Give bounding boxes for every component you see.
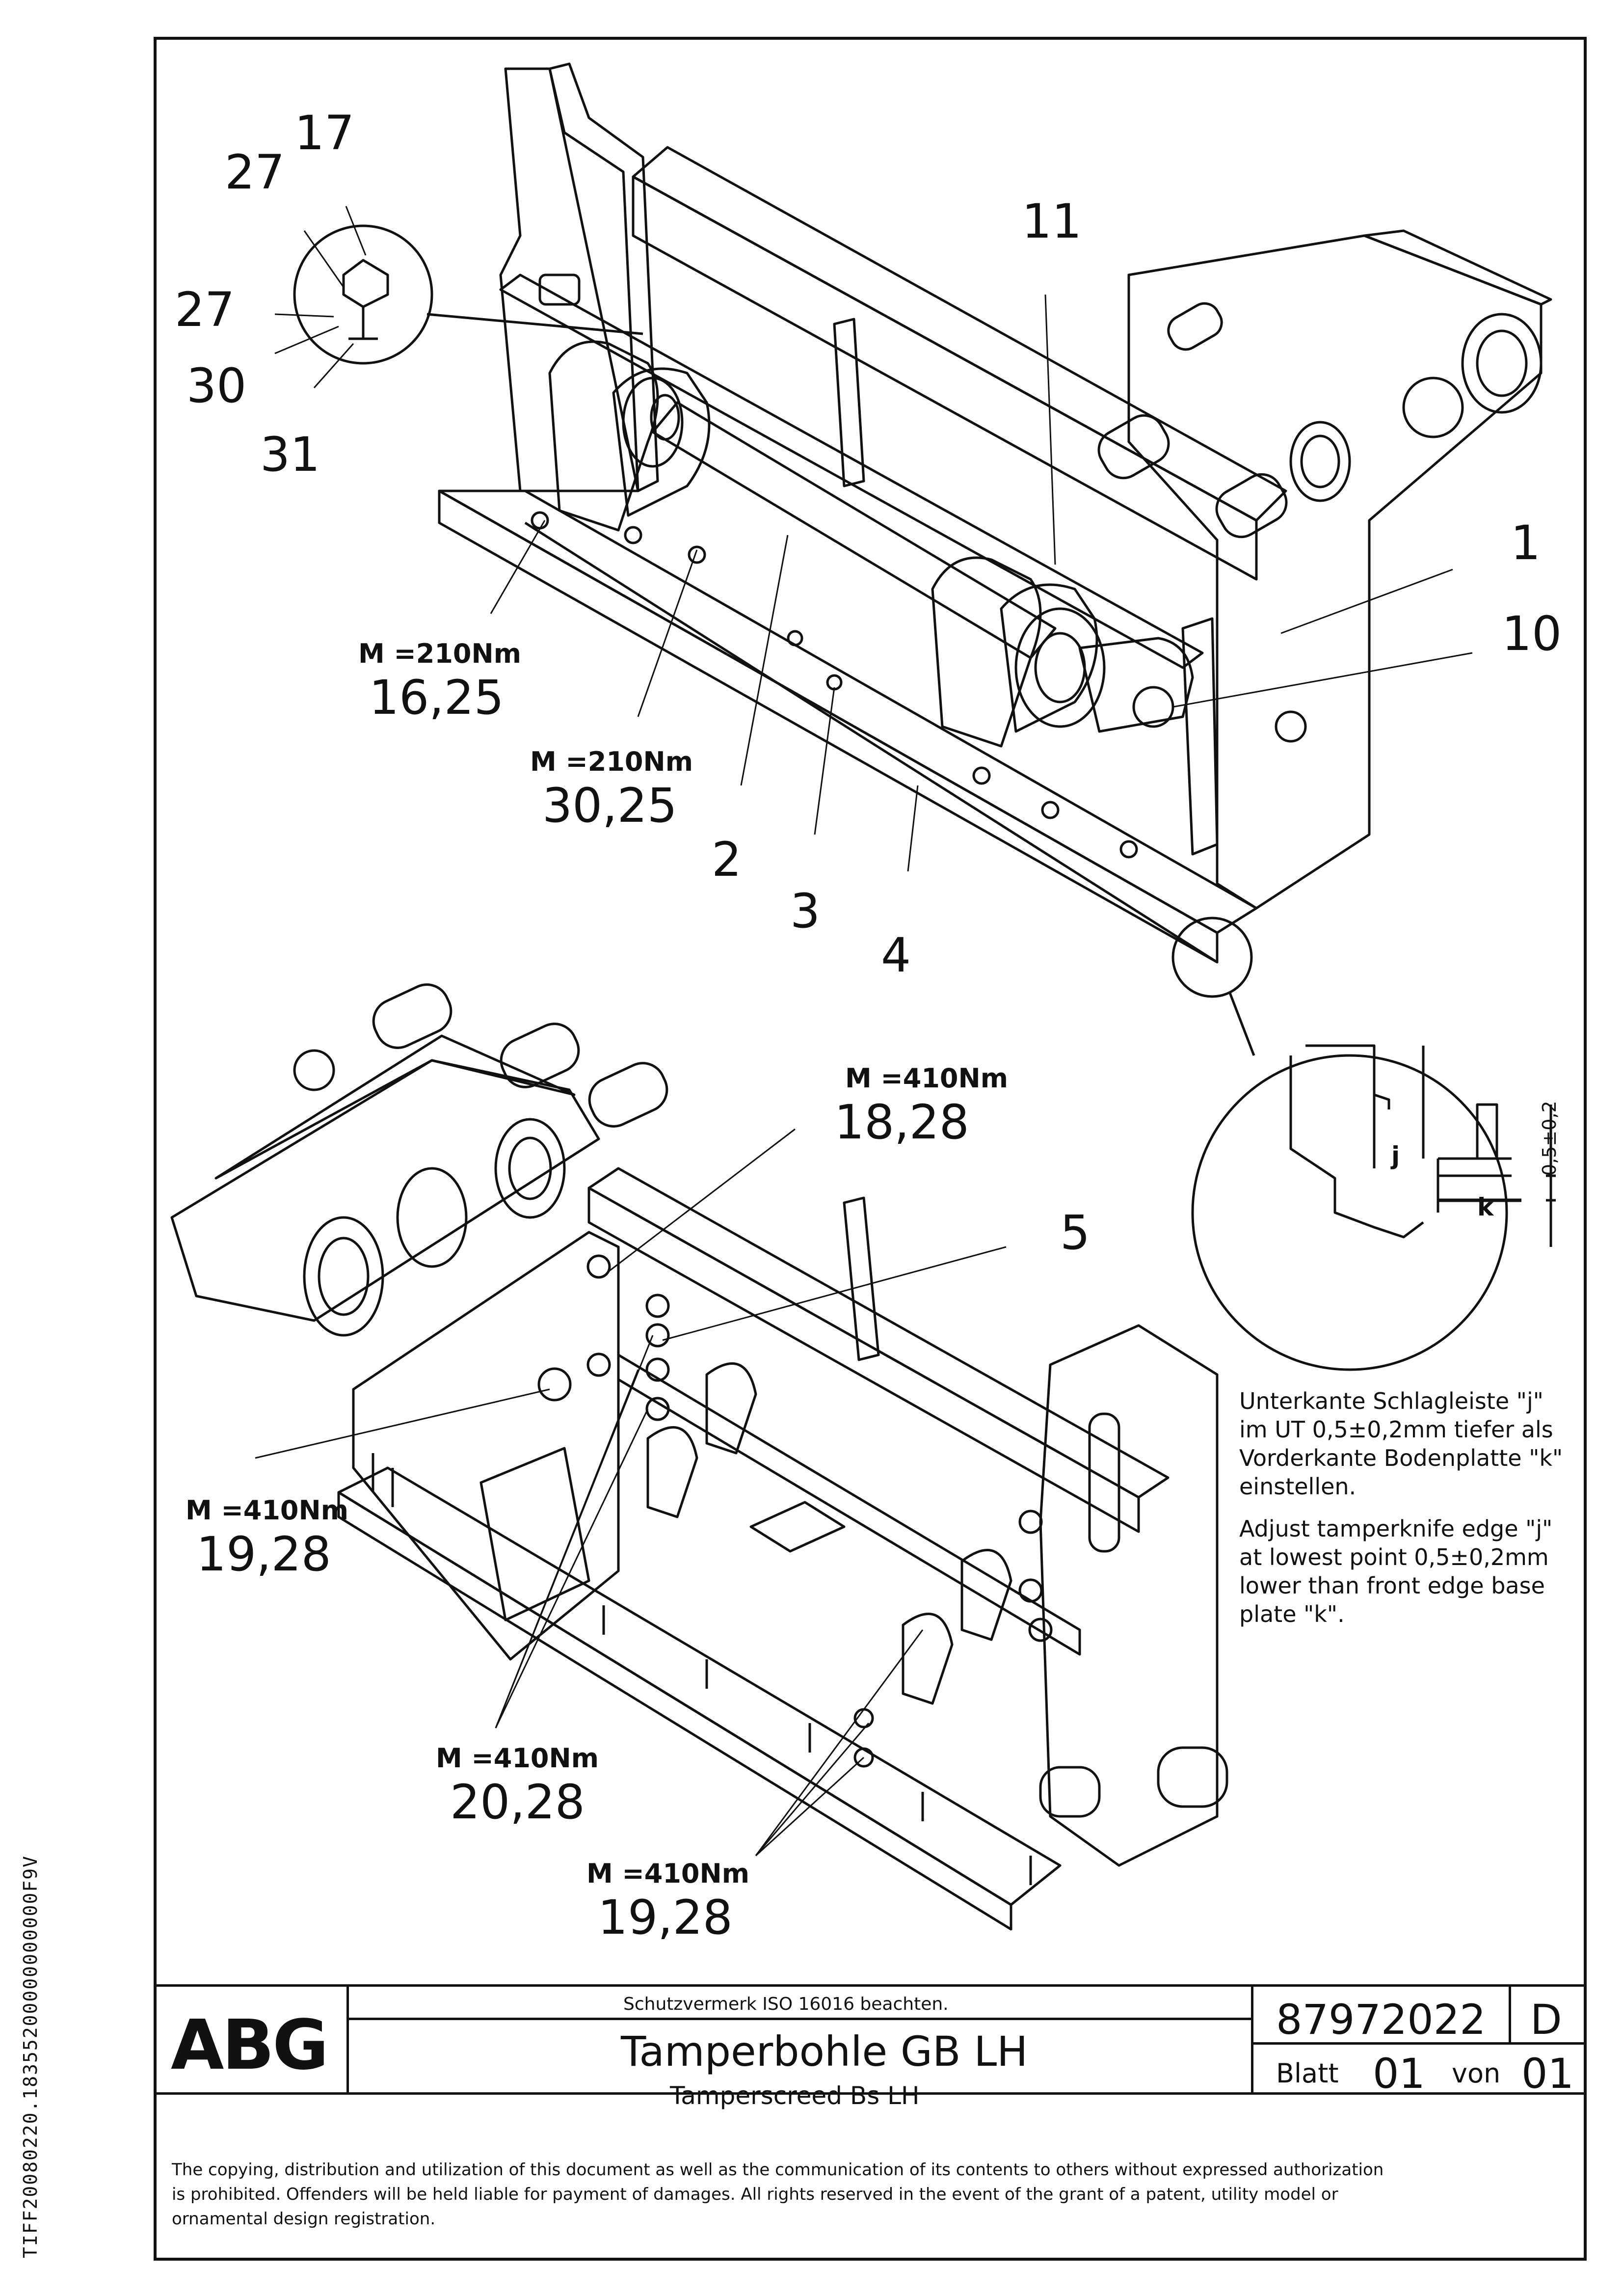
torque-label-5: M =410Nm (436, 1743, 599, 1774)
protection-note: Schutzvermerk ISO 16016 beachten. (623, 1994, 949, 2014)
callout-4: 4 (881, 928, 911, 983)
callout-1: 1 (1511, 515, 1541, 570)
torque-label-1: M =210Nm (358, 638, 521, 669)
drawing-frame (154, 37, 1587, 2261)
revision: D (1530, 1996, 1562, 2044)
title-english: Tamperscreed Bs LH (670, 2081, 920, 2110)
callout-30: 30 (186, 358, 247, 413)
callout-3: 3 (790, 884, 821, 939)
title-german: Tamperbohle GB LH (621, 2027, 1028, 2076)
lower-assembly (170, 983, 1228, 1931)
of-label: von (1452, 2058, 1501, 2089)
torque-parts-6: 19,28 (598, 1890, 733, 1945)
drawing-number: 87972022 (1276, 1996, 1486, 2044)
sheet-cell (1251, 2042, 1587, 2095)
torque-parts-3: 18,28 (834, 1095, 969, 1150)
note-german: Unterkante Schlagleiste "j" im UT 0,5±0,… (1239, 1388, 1563, 1500)
torque-label-2: M =210Nm (530, 746, 693, 777)
torque-parts-1: 16,25 (369, 670, 504, 725)
sheets-total: 01 (1521, 2050, 1574, 2098)
callout-17: 17 (294, 106, 355, 161)
callout-2: 2 (712, 832, 742, 887)
detail-label-k: k (1477, 1193, 1494, 1221)
callout-10: 10 (1502, 606, 1562, 661)
note-english: Adjust tamperknife edge "j" at lowest po… (1239, 1515, 1553, 1627)
sheet-number: 01 (1373, 2050, 1425, 2098)
callout-11: 11 (1022, 194, 1082, 249)
callout-31: 31 (260, 427, 320, 482)
torque-label-6: M =410Nm (586, 1858, 749, 1889)
leader-lines (255, 206, 1473, 1857)
title-divider (346, 2018, 1253, 2020)
abg-logo: ABG (171, 2005, 329, 2085)
torque-label-4: M =410Nm (186, 1495, 348, 1526)
detail-view (1289, 1044, 1556, 1247)
copyright-notice: The copying, distribution and utilizatio… (172, 2160, 1384, 2229)
logo-cell (154, 1984, 349, 2095)
sheet-label: Blatt (1276, 2058, 1339, 2089)
torque-parts-5: 20,28 (450, 1775, 585, 1830)
callout-5: 5 (1060, 1205, 1091, 1260)
detail-dimension: 0,5±0,2 (1539, 1101, 1560, 1176)
torque-label-3: M =410Nm (845, 1063, 1008, 1094)
callout-27-lower: 27 (175, 282, 235, 337)
upper-assembly (438, 62, 1552, 964)
callout-27-upper: 27 (225, 145, 285, 200)
detail-label-j: j (1391, 1141, 1400, 1170)
torque-parts-4: 19,28 (196, 1527, 331, 1582)
torque-parts-2: 30,25 (542, 778, 677, 833)
